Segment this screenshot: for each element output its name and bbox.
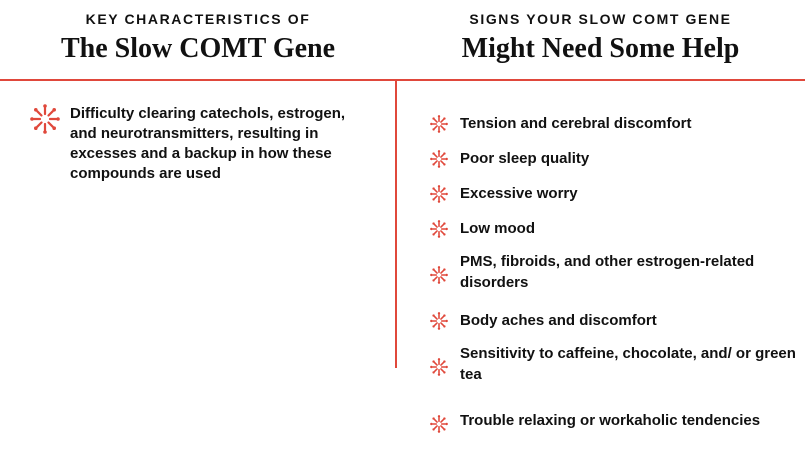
list-item-text: Poor sleep quality <box>460 150 590 167</box>
starburst-icon <box>430 149 448 168</box>
starburst-icon <box>430 414 448 433</box>
starburst-icon <box>430 265 448 284</box>
list-item: Excessive worry <box>430 176 800 211</box>
list-item-text: Low mood <box>460 220 535 237</box>
list-item: PMS, fibroids, and other estrogen-relate… <box>430 246 800 303</box>
right-header: SIGNS YOUR SLOW COMT GENE Might Need Som… <box>396 0 805 66</box>
list-item-text: Tension and cerebral discomfort <box>460 115 692 132</box>
list-item-text: Body aches and discomfort <box>460 312 657 329</box>
list-item-text: Excessive worry <box>460 185 578 202</box>
left-headline: The Slow COMT Gene <box>60 33 336 64</box>
list-item: Body aches and discomfort <box>430 303 800 338</box>
list-item: Tension and cerebral discomfort <box>430 106 800 141</box>
list-item: Trouble relaxing or workaholic tendencie… <box>430 395 800 452</box>
right-headline: Might Need Some Help <box>461 33 740 64</box>
list-item-text: Trouble relaxing or workaholic tendencie… <box>460 412 761 429</box>
left-kicker: KEY CHARACTERISTICS OF <box>85 11 311 27</box>
list-item-text: Sensitivity to caffeine, chocolate, and/… <box>460 344 796 383</box>
starburst-icon <box>430 184 448 203</box>
left-item-text: Difficulty clearing catechols, estrogen,… <box>70 105 346 182</box>
starburst-icon <box>430 357 448 376</box>
left-header: KEY CHARACTERISTICS OF The Slow COMT Gen… <box>0 0 396 66</box>
right-kicker: SIGNS YOUR SLOW COMT GENE <box>469 11 732 27</box>
left-list-item: Difficulty clearing catechols, estrogen,… <box>30 104 370 184</box>
signs-list: Tension and cerebral discomfort Poor sle… <box>430 106 800 452</box>
starburst-icon <box>430 219 448 238</box>
list-item: Low mood <box>430 211 800 246</box>
vertical-divider <box>395 81 397 368</box>
list-item: Sensitivity to caffeine, chocolate, and/… <box>430 338 800 395</box>
horizontal-divider <box>0 79 805 81</box>
starburst-icon <box>430 114 448 133</box>
list-item: Poor sleep quality <box>430 141 800 176</box>
list-item-text: PMS, fibroids, and other estrogen-relate… <box>460 252 755 291</box>
starburst-icon <box>30 104 60 134</box>
starburst-icon <box>430 311 448 330</box>
